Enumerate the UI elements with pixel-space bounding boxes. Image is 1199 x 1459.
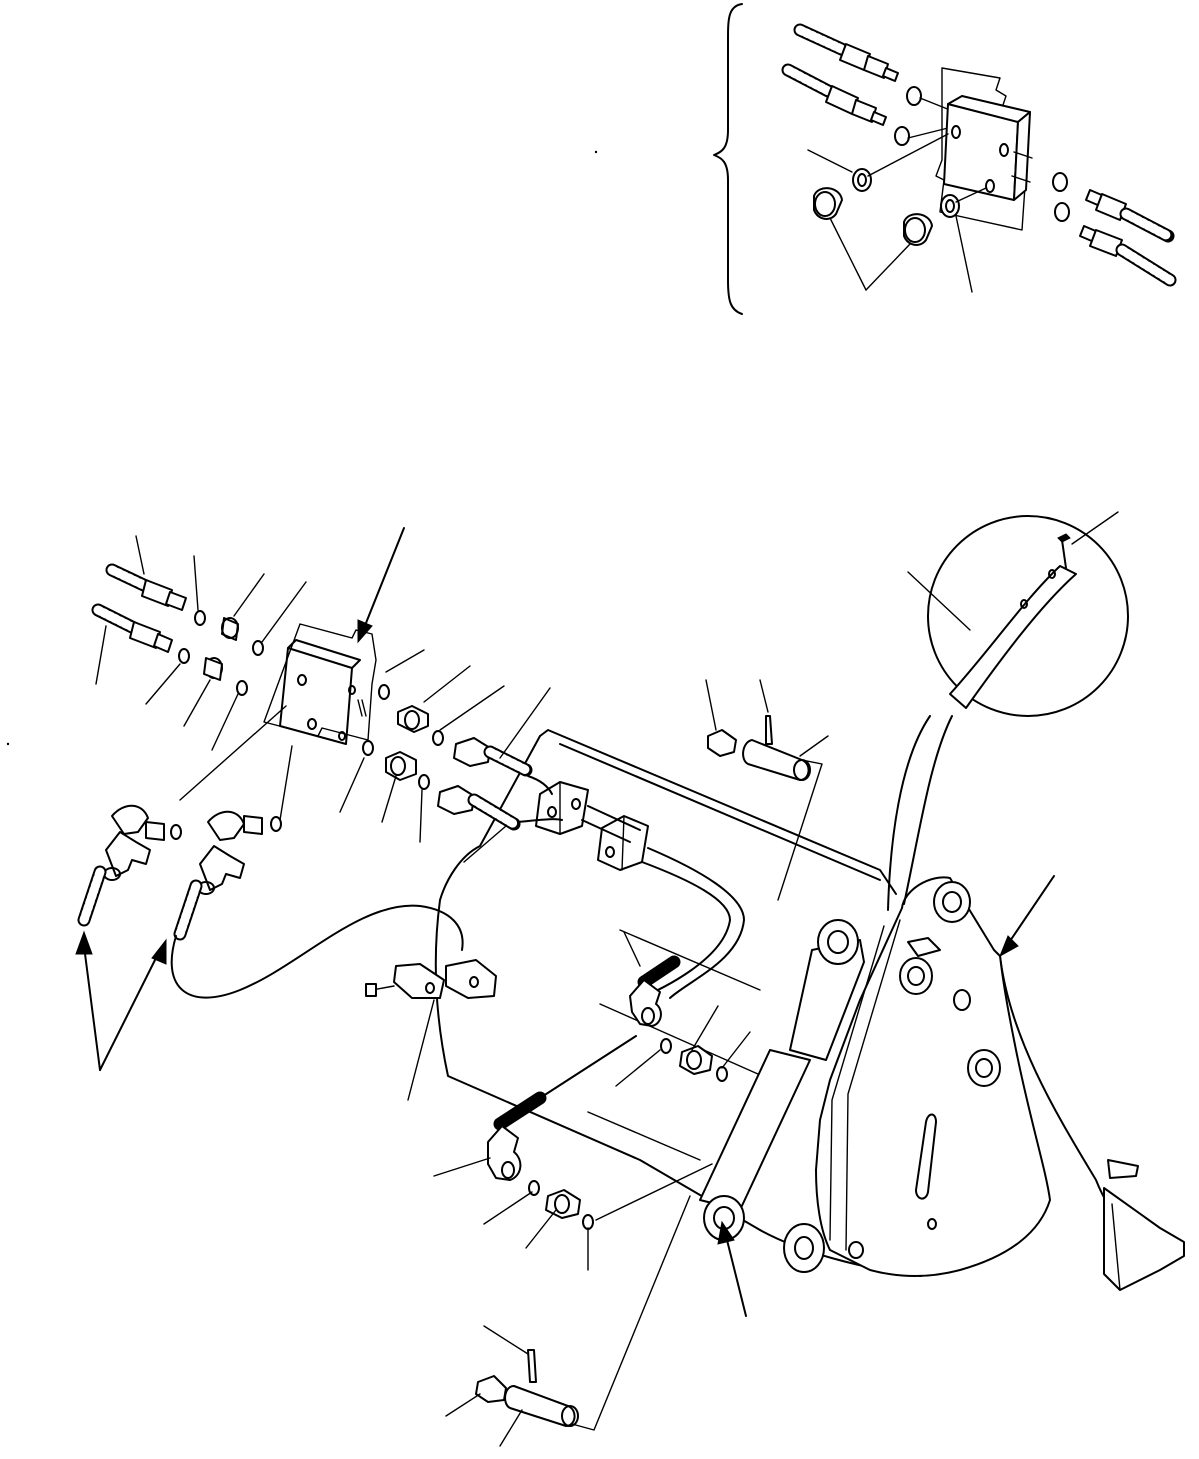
detail-o-ring	[1054, 202, 1070, 222]
hose-line	[517, 818, 563, 823]
bucket	[434, 729, 1185, 1291]
detail-washer	[940, 194, 960, 218]
detail-o-ring	[906, 86, 922, 106]
detail-brace	[713, 3, 743, 315]
hose-line	[527, 775, 553, 795]
main-assembly	[75, 511, 1185, 1447]
elbow-hose-left-1	[77, 804, 182, 927]
manifold-block-main	[263, 623, 377, 745]
elbow-hose-left-2	[173, 810, 282, 941]
stray-mark	[6, 742, 10, 746]
hose-line	[170, 904, 464, 999]
callout-arrow	[83, 945, 101, 1071]
detail-plug	[903, 213, 933, 246]
detail-hose-right-2	[1079, 225, 1177, 287]
detail-hose-right-1	[1085, 189, 1175, 243]
detail-washer	[852, 168, 872, 192]
callout-leaders	[95, 511, 1119, 1447]
detail-hose-upper-2	[781, 63, 887, 126]
elbow-fitting-lower	[487, 1091, 594, 1230]
detail-o-ring	[894, 126, 910, 146]
callout-arrow	[1007, 875, 1055, 945]
callout-arrow	[363, 527, 405, 629]
detail-hose-upper-1	[793, 23, 899, 82]
detail-view	[713, 3, 1177, 315]
stray-mark	[594, 150, 598, 154]
fitting-set-right	[362, 684, 533, 831]
hose-line	[647, 847, 745, 999]
detail-manifold-block	[935, 67, 1033, 231]
hydraulic-cylinder	[699, 919, 865, 1273]
hose-clamp-2	[597, 815, 649, 871]
pin-upper	[707, 715, 811, 781]
hose-clamp-1	[535, 781, 589, 835]
callout-arrow	[99, 953, 159, 1071]
hose-assembly-2	[91, 603, 248, 696]
pin-lower	[475, 1349, 579, 1427]
detail-o-ring	[1052, 172, 1068, 192]
callout-arrow	[725, 1235, 747, 1317]
hose-assembly-1	[105, 563, 264, 656]
mounting-bracket	[365, 959, 497, 999]
detail-plug	[813, 187, 843, 220]
hose-line	[635, 861, 731, 1001]
magnified-detail	[887, 515, 1129, 911]
elbow-fitting-upper	[629, 955, 728, 1082]
